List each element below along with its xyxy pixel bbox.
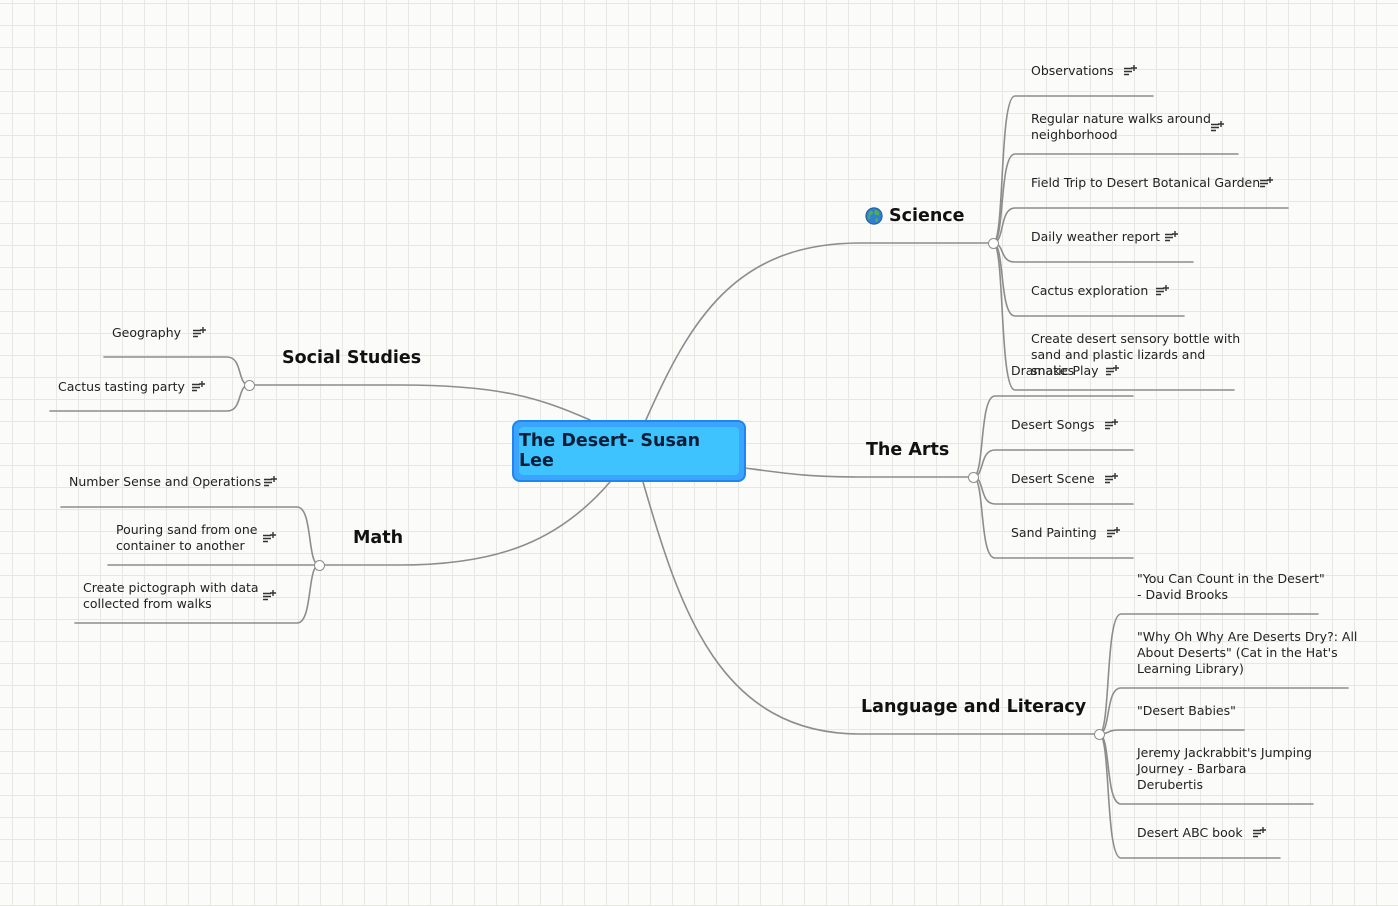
math-item-number-sense[interactable]: Number Sense and Operations	[69, 474, 262, 489]
science-item-observations[interactable]: Observations	[1031, 63, 1114, 78]
social-item-geography[interactable]: Geography	[112, 325, 182, 340]
note-icon[interactable]	[263, 532, 276, 544]
math-collapse-toggle[interactable]	[314, 560, 325, 571]
branch-science[interactable]: Science	[889, 206, 965, 226]
note-icon[interactable]	[1124, 65, 1137, 77]
literacy-collapse-toggle[interactable]	[1094, 729, 1105, 740]
arts-collapse-toggle[interactable]	[968, 472, 979, 483]
note-icon[interactable]	[1165, 231, 1178, 243]
globe-icon	[865, 207, 883, 225]
science-item-cactus-exploration[interactable]: Cactus exploration	[1031, 283, 1149, 298]
arts-item-desert-songs[interactable]: Desert Songs	[1011, 417, 1095, 432]
science-item-nature-walks[interactable]: Regular nature walks around neighborhood	[1031, 111, 1211, 142]
literacy-item-desert-abc[interactable]: Desert ABC book	[1137, 825, 1243, 840]
science-item-weather-report[interactable]: Daily weather report	[1031, 229, 1160, 244]
math-item-pouring-sand[interactable]: Pouring sand from one container to anoth…	[116, 522, 258, 553]
literacy-item-desert-babies[interactable]: "Desert Babies"	[1137, 703, 1236, 718]
social-collapse-toggle[interactable]	[244, 380, 255, 391]
literacy-item-count-desert[interactable]: "You Can Count in the Desert" - David Br…	[1137, 571, 1325, 602]
science-collapse-toggle[interactable]	[988, 238, 999, 249]
arts-item-sand-painting[interactable]: Sand Painting	[1011, 525, 1097, 540]
note-icon[interactable]	[1107, 527, 1120, 539]
note-icon[interactable]	[193, 327, 206, 339]
branch-math[interactable]: Math	[353, 528, 404, 548]
note-icon[interactable]	[1106, 365, 1119, 377]
science-item-field-trip[interactable]: Field Trip to Desert Botanical Garden	[1031, 175, 1261, 190]
note-icon[interactable]	[1260, 177, 1273, 189]
literacy-item-jeremy-jackrabbit[interactable]: Jeremy Jackrabbit's Jumping Journey - Ba…	[1137, 745, 1312, 792]
central-topic-title: The Desert- Susan Lee	[519, 427, 739, 475]
note-icon[interactable]	[264, 476, 277, 488]
note-icon[interactable]	[1105, 419, 1118, 431]
math-item-pictograph[interactable]: Create pictograph with data collected fr…	[83, 580, 259, 611]
note-icon[interactable]	[1156, 285, 1169, 297]
note-icon[interactable]	[1211, 121, 1224, 133]
note-icon[interactable]	[1105, 473, 1118, 485]
branch-language-literacy[interactable]: Language and Literacy	[861, 697, 1087, 717]
central-topic[interactable]: The Desert- Susan Lee	[512, 420, 746, 482]
note-icon[interactable]	[263, 590, 276, 602]
note-icon[interactable]	[1253, 827, 1266, 839]
arts-item-desert-scene[interactable]: Desert Scene	[1011, 471, 1095, 486]
arts-item-dramatic-play[interactable]: Dramatic Play	[1011, 363, 1099, 378]
social-item-cactus-tasting[interactable]: Cactus tasting party	[58, 379, 185, 394]
note-icon[interactable]	[192, 381, 205, 393]
science-item-sensory-bottle[interactable]: Create desert sensory bottle with sand a…	[1031, 331, 1241, 378]
literacy-item-deserts-dry[interactable]: "Why Oh Why Are Deserts Dry?: All About …	[1137, 629, 1358, 676]
branch-the-arts[interactable]: The Arts	[866, 440, 950, 460]
branch-social-studies[interactable]: Social Studies	[282, 348, 422, 368]
